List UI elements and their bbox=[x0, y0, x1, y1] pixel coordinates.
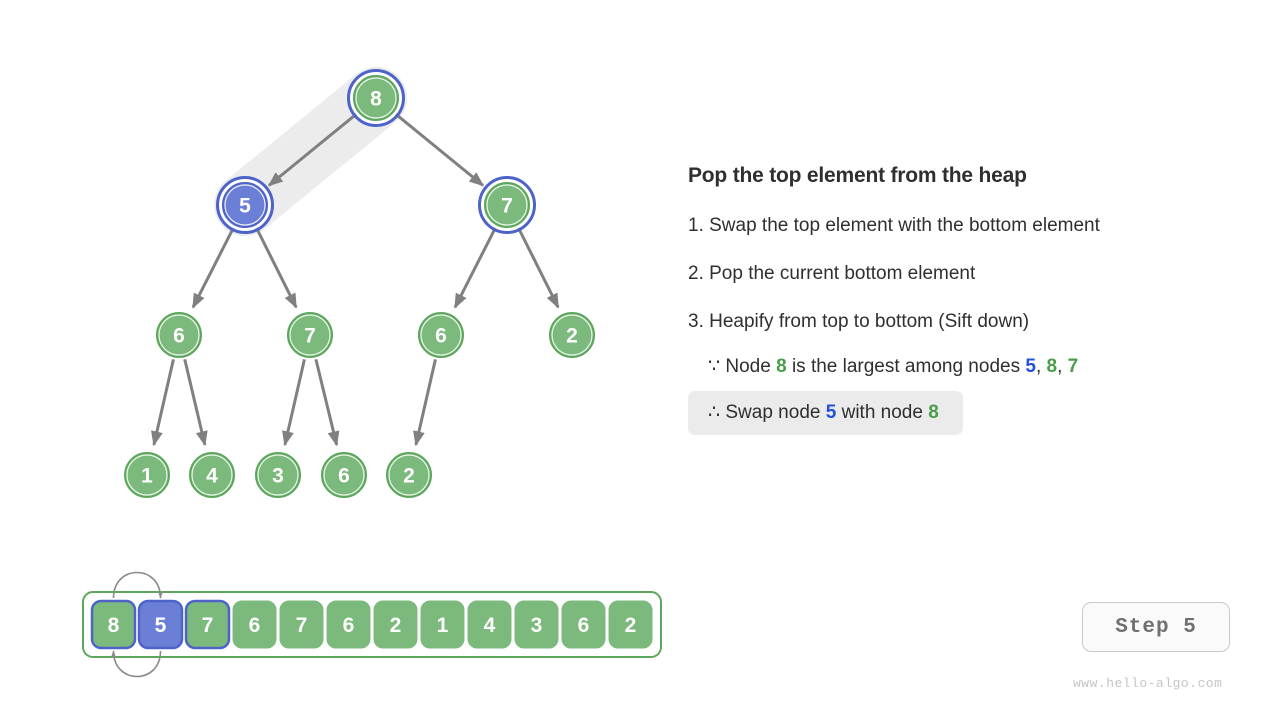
tree-node-value: 7 bbox=[304, 325, 316, 348]
tree-node: 6 bbox=[321, 452, 367, 498]
tree-node-value: 8 bbox=[370, 88, 382, 111]
swap-arrow-bottom bbox=[110, 650, 162, 678]
tree-node: 1 bbox=[124, 452, 170, 498]
array-cell-value: 2 bbox=[625, 614, 637, 637]
conclusion-line: ∴ Swap node 5 with node 8 bbox=[688, 391, 963, 435]
reason-node-a: 8 bbox=[776, 356, 787, 377]
tree-node: 2 bbox=[549, 312, 595, 358]
array-cell: 1 bbox=[420, 600, 465, 649]
tree-edge bbox=[413, 359, 437, 447]
tree-node-value: 5 bbox=[239, 195, 251, 218]
conclusion-node-b: 8 bbox=[928, 402, 939, 423]
array-cell: 7 bbox=[279, 600, 324, 649]
watermark: www.hello-algo.com bbox=[1073, 676, 1223, 691]
array-cell: 5 bbox=[137, 599, 184, 650]
tree-edge bbox=[516, 226, 560, 309]
because-symbol: ∵ bbox=[708, 356, 721, 377]
explanation-panel: Pop the top element from the heap 1. Swa… bbox=[688, 162, 1248, 435]
tree-node: 5 bbox=[216, 176, 274, 234]
therefore-symbol: ∴ bbox=[708, 402, 721, 423]
tree-node: 3 bbox=[255, 452, 301, 498]
tree-node: 4 bbox=[189, 452, 235, 498]
tree-node-value: 2 bbox=[403, 465, 415, 488]
array-cell-value: 8 bbox=[108, 614, 120, 637]
reason-node-b: 5 bbox=[1025, 356, 1036, 377]
tree-node: 8 bbox=[347, 69, 405, 127]
array-cell-value: 6 bbox=[343, 614, 355, 637]
status-badge: Step 5 bbox=[1082, 602, 1230, 652]
tree-node-value: 2 bbox=[566, 325, 578, 348]
tree-node: 6 bbox=[418, 312, 464, 358]
reason-line: ∵ Node 8 is the largest among nodes 5, 8… bbox=[688, 346, 1248, 388]
tree-node: 7 bbox=[478, 176, 536, 234]
tree-node-value: 3 bbox=[272, 465, 284, 488]
array-container bbox=[82, 591, 662, 658]
array-cell-value: 6 bbox=[578, 614, 590, 637]
array-cell-value: 6 bbox=[249, 614, 261, 637]
tree-node: 2 bbox=[386, 452, 432, 498]
array-cell-value: 3 bbox=[531, 614, 543, 637]
page-title: Pop the top element from the heap bbox=[688, 164, 1027, 187]
reason-sep-2: , bbox=[1057, 356, 1063, 377]
array-cell-value: 1 bbox=[437, 614, 449, 637]
array-cell: 3 bbox=[514, 600, 559, 649]
reason-node-c: 8 bbox=[1046, 356, 1058, 377]
reason-sep-1: , bbox=[1035, 356, 1042, 377]
array-cell: 6 bbox=[561, 600, 606, 649]
conclusion-text-b: with node bbox=[841, 402, 923, 423]
tree-node: 6 bbox=[156, 312, 202, 358]
array-cell: 6 bbox=[232, 600, 277, 649]
tree-edge bbox=[394, 112, 485, 187]
step-item-3: 3. Heapify from top to bottom (Sift down… bbox=[688, 311, 1030, 332]
tree-node-value: 6 bbox=[338, 465, 350, 488]
tree-edge bbox=[453, 226, 498, 309]
tree-node: 7 bbox=[287, 312, 333, 358]
array-cell: 2 bbox=[608, 600, 653, 649]
array-cell-value: 7 bbox=[202, 614, 214, 637]
tree-edge bbox=[191, 226, 236, 309]
tree-node-value: 6 bbox=[173, 325, 185, 348]
array-cell: 6 bbox=[326, 600, 371, 649]
tree-edge bbox=[314, 358, 340, 447]
tree-node-value: 4 bbox=[206, 465, 218, 488]
tree-edge bbox=[183, 358, 208, 447]
array-cell-value: 7 bbox=[296, 614, 308, 637]
reason-text-a: Node bbox=[725, 356, 771, 377]
conclusion-text-a: Swap node bbox=[725, 402, 821, 423]
step-item-2: 2. Pop the current bottom element bbox=[688, 263, 976, 284]
array-swap-arrows bbox=[110, 571, 164, 678]
tree-node-value: 6 bbox=[435, 325, 447, 348]
tree-node-value: 7 bbox=[501, 195, 513, 218]
array-cell-value: 5 bbox=[155, 614, 167, 637]
array-cell-value: 2 bbox=[390, 614, 402, 637]
tree-edge bbox=[151, 359, 175, 447]
reason-node-d: 7 bbox=[1067, 356, 1079, 377]
tree-edge bbox=[254, 226, 298, 309]
array-cell: 2 bbox=[373, 600, 418, 649]
swap-arrow-top bbox=[112, 571, 164, 599]
tree-nodes: 8 5 7 6 7 6 2 1 4 3 6 2 bbox=[124, 69, 595, 498]
tree-node-value: 1 bbox=[141, 465, 153, 488]
array-cell: 7 bbox=[184, 599, 231, 650]
reason-text-b: is the largest among nodes bbox=[791, 356, 1021, 377]
array-cell-value: 4 bbox=[484, 614, 496, 637]
array-cell: 8 bbox=[90, 599, 137, 650]
tree-edges bbox=[151, 112, 560, 447]
array-cell: 4 bbox=[467, 600, 512, 649]
tree-edge bbox=[267, 112, 358, 187]
conclusion-node-a: 5 bbox=[825, 402, 837, 423]
array-representation: 8 5 7 6 7 6 2 1 4 3 6 2 bbox=[82, 591, 662, 658]
step-item-1: 1. Swap the top element with the bottom … bbox=[688, 215, 1100, 236]
tree-edge bbox=[282, 359, 306, 447]
